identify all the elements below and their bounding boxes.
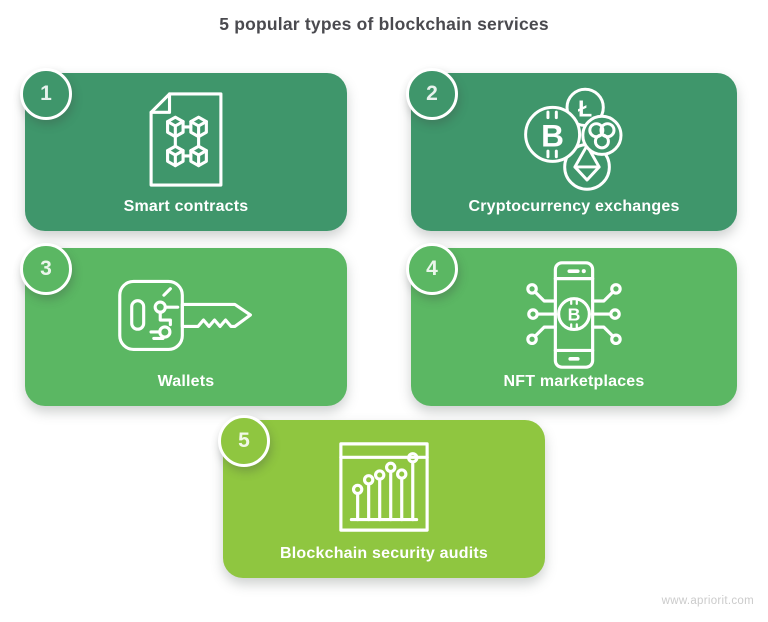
card-cryptocurrency-exchanges: 2 Ł [406,68,737,231]
card-wallets: 3 Wallets [20,243,347,406]
card-blockchain-security-audits: 5 Blockchain security audits [218,415,545,578]
card-nft-marketplaces: 4 B [406,243,737,406]
card-label: Smart contracts [123,198,249,215]
watermark: www.apriorit.com [661,595,754,607]
card-label: Cryptocurrency exchanges [468,198,680,215]
page-title: 5 popular types of blockchain services [219,14,549,34]
svg-text:B: B [568,304,581,324]
ethereum-icon [563,143,611,191]
smart-contracts-document-icon [25,73,347,198]
ripple-icon [581,114,623,156]
card-number-badge: 2 [406,68,458,120]
litecoin-icon: Ł [565,87,605,128]
card-label: Blockchain security audits [280,545,488,562]
card-number-badge: 4 [406,243,458,295]
card-number-badge: 3 [20,243,72,295]
svg-text:B: B [541,117,564,153]
card-number-badge: 5 [218,415,270,467]
svg-text:Ł: Ł [578,95,592,121]
growth-chart-window-icon [223,420,545,545]
digital-key-icon [25,248,347,373]
cryptocurrency-coins-icon: Ł [411,73,737,198]
smartphone-bitcoin-icon: B [411,248,737,373]
card-label: NFT marketplaces [503,373,645,390]
card-label: Wallets [157,373,215,390]
card-number-badge: 1 [20,68,72,120]
card-smart-contracts: 1 [20,68,347,231]
bitcoin-icon: B [557,296,591,331]
bitcoin-icon: B [524,105,582,163]
